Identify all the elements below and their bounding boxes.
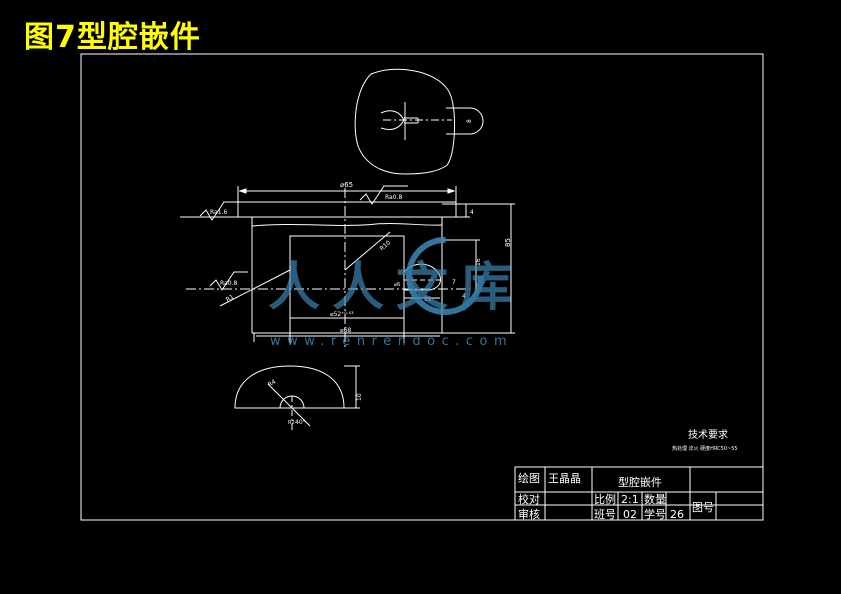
- tb-drawn-label: 绘图: [518, 471, 540, 485]
- dim-inner-label: ⌀52⁺⁰·⁰³: [330, 311, 354, 318]
- detail-view: [234, 365, 360, 430]
- tech-req-title: 技术要求: [688, 428, 728, 441]
- tech-req-note: 热处理 淬火 硬度HRC50~55: [672, 445, 738, 452]
- dim-ra-side: Ra0.8: [220, 280, 237, 287]
- tb-qty-label: 数量: [644, 493, 666, 506]
- dim-4-label: 4: [470, 209, 474, 216]
- dim-r2-label: R2: [288, 420, 295, 426]
- page-title: 图7型腔嵌件: [24, 20, 201, 55]
- dim-85-label: 85: [504, 238, 512, 247]
- watermark-text: 人人文库: [268, 258, 524, 318]
- dim-7-label: 7: [452, 279, 456, 286]
- dim-10-label: 10: [356, 393, 363, 401]
- dim-angle-label: 40°: [295, 419, 306, 426]
- dim-phi6-label: ⌀6: [394, 282, 400, 288]
- sheet-border: [80, 53, 764, 521]
- tb-class-value: 02: [623, 508, 637, 521]
- dim-4b-label: 4: [462, 293, 466, 300]
- top-view: [354, 68, 484, 175]
- watermark-logo-icon: [406, 237, 484, 315]
- dim-ra-left: Ra1.6: [210, 209, 227, 216]
- tb-student-label: 学号: [644, 507, 666, 521]
- watermark: 人人文库 www.renrendoc.com: [268, 237, 524, 349]
- dim-bottom-label: ⌀68: [340, 327, 351, 334]
- dim-top-width: ⌀65: [340, 181, 353, 189]
- tb-scale-value: 2:1: [621, 493, 639, 506]
- tb-part-name: 型腔嵌件: [618, 475, 662, 489]
- tb-student-value: 26: [670, 508, 684, 521]
- dim-r1-label: R1: [225, 293, 236, 303]
- watermark-url: www.renrendoc.com: [270, 334, 513, 349]
- tb-drawing-no-label: 图号: [692, 501, 714, 514]
- dim-16-label: 16: [475, 258, 482, 266]
- front-view: [180, 185, 515, 348]
- dim-ra-top: Ra0.8: [385, 194, 402, 201]
- tb-scale-label: 比例: [594, 492, 616, 506]
- tb-check-label: 校对: [518, 492, 540, 506]
- tb-drawn-name: 王晶晶: [548, 472, 581, 485]
- dim-r10-label: R10: [379, 239, 393, 252]
- title-block: [514, 466, 764, 521]
- tb-class-label: 班号: [594, 508, 616, 521]
- tb-review-label: 审核: [518, 507, 540, 521]
- dim-r4-label: R4: [267, 378, 278, 388]
- dim-8-label: 8: [466, 119, 473, 123]
- dim-11-label: 11: [424, 296, 432, 303]
